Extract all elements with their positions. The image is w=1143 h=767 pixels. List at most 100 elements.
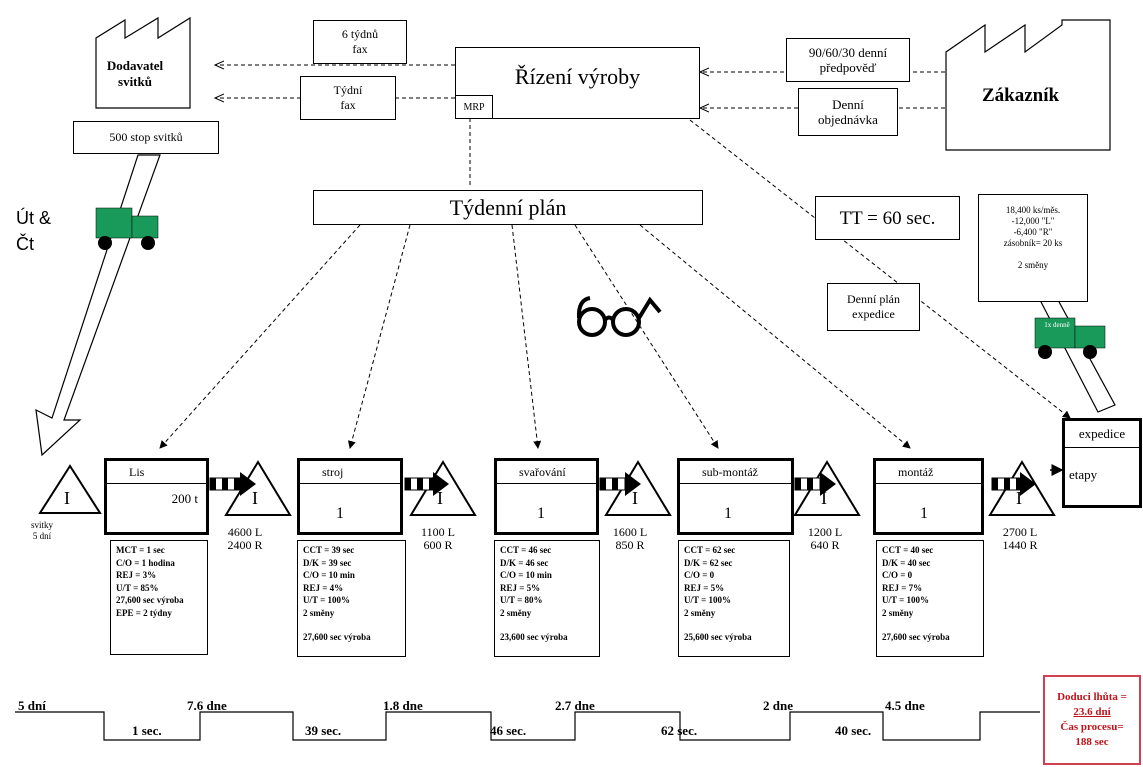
data-line: U/T = 80% <box>500 594 594 607</box>
process-box-stroj: stroj 1 <box>297 458 403 535</box>
inventory-i: I <box>1016 488 1022 509</box>
process-name: Lis <box>107 461 206 484</box>
daily-ship-line2: expedice <box>828 307 919 322</box>
data-line: MCT = 1 sec <box>116 544 202 557</box>
supplier-label: Dodavatel svitků <box>100 58 170 90</box>
data-line: U/T = 100% <box>882 594 978 607</box>
data-line: 23,600 sec výroba <box>500 631 594 644</box>
inventory-line2: 2400 R <box>220 539 270 552</box>
data-box-stroj: CCT = 39 sec D/K = 39 sec C/O = 10 min R… <box>297 540 406 657</box>
process-name: montáž <box>876 461 981 484</box>
process-box-svarovani: svařování 1 <box>494 458 599 535</box>
operator-count: 1 <box>537 505 545 523</box>
demand-line <box>979 249 1087 260</box>
takt-time-box: TT = 60 sec. <box>815 196 960 240</box>
process-name: svařování <box>497 461 596 484</box>
data-line: 27,600 sec výroba <box>303 631 400 644</box>
operator-count: 1 <box>336 505 344 523</box>
customer-truck-label: 1x denně <box>1042 321 1072 329</box>
customer-forecast-line1: 90/60/30 denní <box>787 45 909 60</box>
data-line: D/K = 39 sec <box>303 557 400 570</box>
data-line: 27,600 sec výroba <box>116 594 202 607</box>
data-line: CCT = 62 sec <box>684 544 784 557</box>
operator-count: 1 <box>920 505 928 523</box>
data-line: C/O = 0 <box>684 569 784 582</box>
supplier-shipment-arrow <box>36 155 160 455</box>
demand-line: zásobník= 20 ks <box>979 238 1087 249</box>
inventory-label: 1600 L 850 R <box>605 526 655 552</box>
data-line <box>303 619 400 631</box>
mrp-label: MRP <box>456 100 492 115</box>
daily-order-box: Denní objednávka <box>798 88 898 136</box>
data-line: U/T = 100% <box>684 594 784 607</box>
delivery-days-text: Út & Čt <box>16 208 51 254</box>
data-line: REJ = 7% <box>882 582 978 595</box>
timeline-process-time: 62 sec. <box>661 723 697 739</box>
process-box-lis: Lis 200 t <box>104 458 209 535</box>
supplier-label-line2: svitků <box>100 74 170 90</box>
daily-order-line1: Denní <box>799 97 897 112</box>
inventory-triangle-icon <box>40 466 100 513</box>
data-box-sub-montaz: CCT = 62 sec D/K = 62 sec C/O = 0 REJ = … <box>678 540 790 657</box>
data-line: 27,600 sec výroba <box>882 631 978 644</box>
inventory-line1: svitky <box>22 520 62 531</box>
operator-count: 1 <box>724 505 732 523</box>
weekly-fax-line1: Týdní <box>301 83 395 98</box>
data-line <box>882 619 978 631</box>
customer-forecast-line2: předpověď <box>787 60 909 75</box>
daily-ship-schedule-box: Denní plán expedice <box>827 283 920 331</box>
summary-line: Doduci lhůta = <box>1045 690 1139 705</box>
customer-label-text: Zákazník <box>982 85 1059 106</box>
inventory-label: 4600 L 2400 R <box>220 526 270 552</box>
process-box-sub-montaz: sub-montáž 1 <box>677 458 794 535</box>
data-line: D/K = 40 sec <box>882 557 978 570</box>
data-line: CCT = 39 sec <box>303 544 400 557</box>
data-line: C/O = 1 hodina <box>116 557 202 570</box>
data-line: C/O = 10 min <box>303 569 400 582</box>
inventory-line2: 5 dní <box>22 531 62 542</box>
shipping-name: expedice <box>1065 421 1139 448</box>
timeline-process-time: 1 sec. <box>132 723 162 739</box>
customer-label: Zákazník <box>982 85 1059 107</box>
timeline-wait: 2.7 dne <box>555 698 595 714</box>
inventory-label: 1200 L 640 R <box>800 526 850 552</box>
mrp-box: MRP <box>455 95 493 119</box>
inventory-line2: 600 R <box>413 539 463 552</box>
takt-time-label: TT = 60 sec. <box>816 211 959 226</box>
data-line: REJ = 3% <box>116 569 202 582</box>
inventory-label: 1100 L 600 R <box>413 526 463 552</box>
daily-ship-line1: Denní plán <box>828 292 919 307</box>
data-line: CCT = 40 sec <box>882 544 978 557</box>
process-value: 200 t <box>172 491 198 507</box>
forecast-line2: fax <box>314 42 406 57</box>
inventory-i: I <box>252 488 258 509</box>
shipping-sub: etapy <box>1069 467 1097 483</box>
process-name: stroj <box>300 461 400 484</box>
inventory-line2: 1440 R <box>995 539 1045 552</box>
data-line <box>500 619 594 631</box>
data-line <box>684 619 784 631</box>
data-box-svarovani: CCT = 46 sec D/K = 46 sec C/O = 10 min R… <box>494 540 600 657</box>
customer-forecast-box: 90/60/30 denní předpověď <box>786 38 910 82</box>
timeline-wait: 1.8 dne <box>383 698 423 714</box>
timeline-process-time: 39 sec. <box>305 723 341 739</box>
data-line: C/O = 0 <box>882 569 978 582</box>
supplier-label-line1: Dodavatel <box>100 58 170 74</box>
supplier-shipment-text: 500 stop svitků <box>74 130 218 145</box>
weekly-fax-line2: fax <box>301 98 395 113</box>
timeline-process-time: 40 sec. <box>835 723 871 739</box>
demand-line: 2 směny <box>979 260 1087 271</box>
data-line: 2 směny <box>684 607 784 620</box>
inventory-i: I <box>821 488 827 509</box>
data-line: 2 směny <box>500 607 594 620</box>
timeline-wait: 5 dní <box>18 698 46 714</box>
inventory-label: svitky 5 dní <box>22 520 62 542</box>
inventory-label: 2700 L 1440 R <box>995 526 1045 552</box>
summary-line: 23.6 dní <box>1045 705 1139 720</box>
data-line: REJ = 5% <box>684 582 784 595</box>
shipping-box: expedice etapy <box>1062 418 1142 508</box>
timeline-ladder <box>15 712 1040 740</box>
data-line: REJ = 5% <box>500 582 594 595</box>
production-control-title: Řízení výroby <box>456 69 699 84</box>
process-box-montaz: montáž 1 <box>873 458 984 535</box>
